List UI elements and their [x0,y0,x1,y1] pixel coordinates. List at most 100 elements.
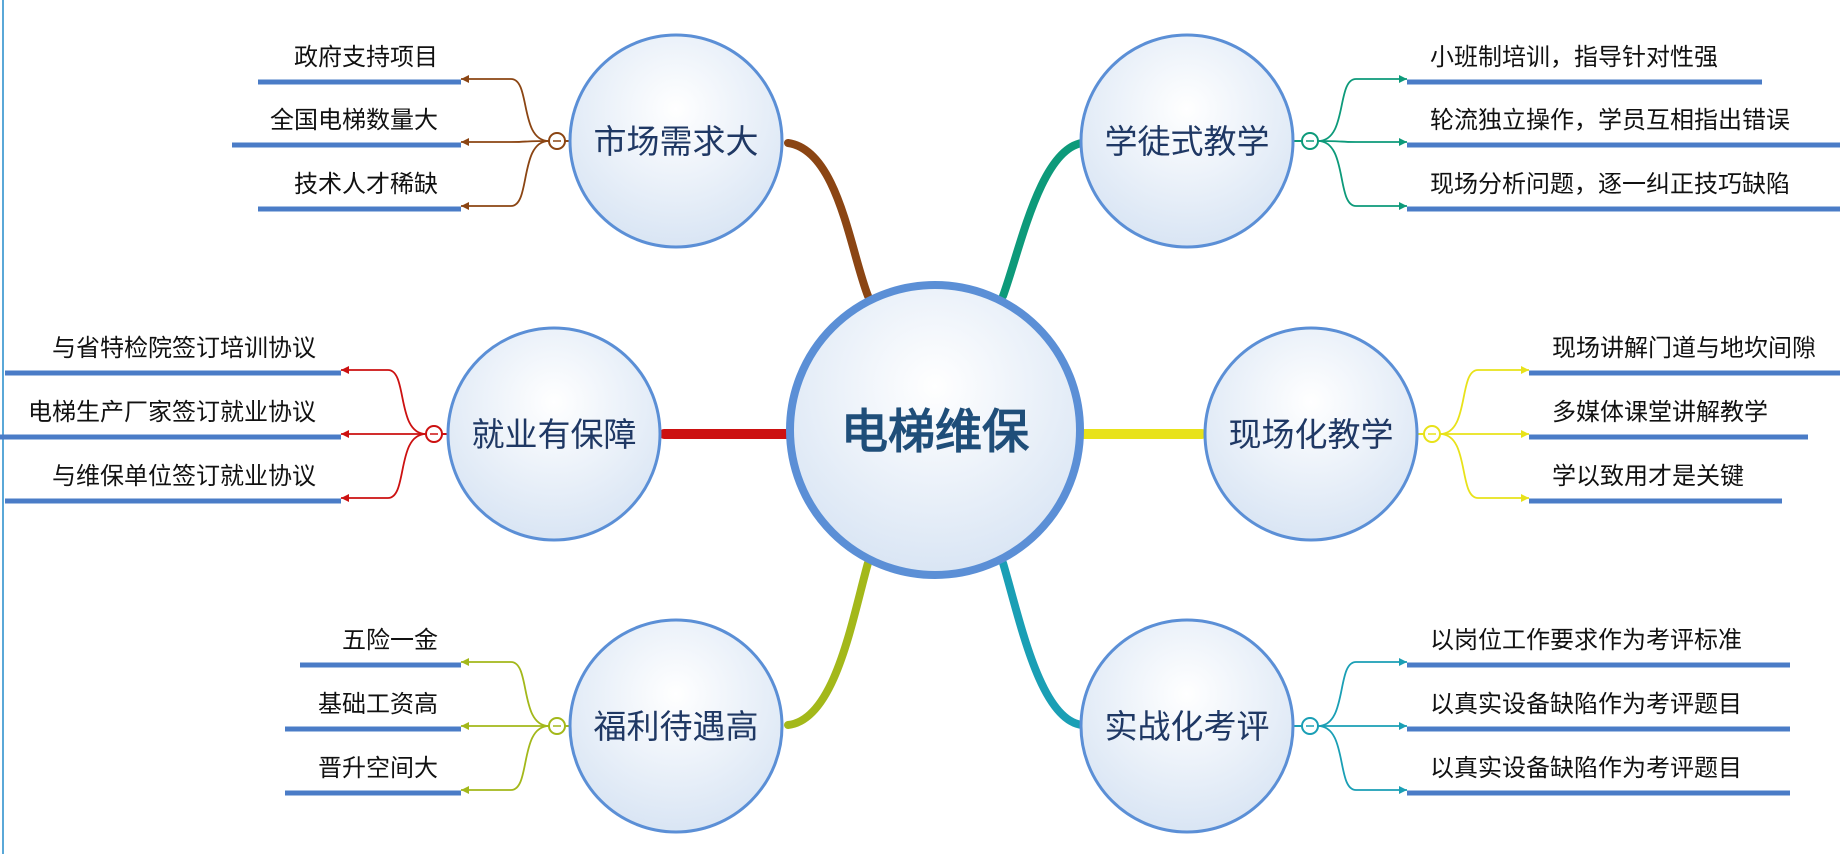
leaf-item-employment-1[interactable]: 电梯生产厂家签订就业协议 [0,398,341,440]
arrow-icon [341,366,349,374]
leaf-item-welfare-1[interactable]: 基础工资高 [285,690,461,732]
trunk-assessment [999,559,1086,729]
leaf-connector [461,725,550,791]
arrow-icon [1399,202,1407,210]
trunk-market [784,139,872,300]
branch-label: 就业有保障 [472,415,637,454]
branch-node-apprentice[interactable]: 学徒式教学 [1079,33,1295,249]
arrow-icon [1399,722,1407,730]
leaf-item-market-1[interactable]: 全国电梯数量大 [232,106,461,148]
leaf-connector [1317,140,1407,207]
leaf-item-apprentice-2[interactable]: 现场分析问题，逐一纠正技巧缺陷 [1407,170,1840,212]
leaf-item-apprentice-1[interactable]: 轮流独立操作，学员互相指出错误 [1407,106,1840,148]
connector-layer [341,75,1529,794]
branch-circle [568,618,784,834]
branch-label: 现场化教学 [1229,415,1394,454]
branch-node-assessment[interactable]: 实战化考评 [1079,618,1295,834]
leaf-connector [461,140,550,143]
collapse-toggle-assessment[interactable] [1301,717,1319,735]
leaf-label: 现场分析问题，逐一纠正技巧缺陷 [1430,170,1790,198]
branch-node-market[interactable]: 市场需求大 [568,33,784,249]
arrow-icon [1521,366,1529,374]
leaf-item-onsite-0[interactable]: 现场讲解门道与地坎间隙 [1529,334,1840,376]
trunk-layer [659,139,1207,729]
arrow-icon [461,75,469,83]
leaf-connector [1439,433,1529,499]
center-node[interactable] [786,281,1084,579]
leaf-item-welfare-2[interactable]: 晋升空间大 [285,754,461,796]
branch-circle [1203,326,1419,542]
trunk-apprentice [999,139,1086,300]
leaf-connector [1317,140,1407,143]
center-label: 电梯维保 [841,405,1030,460]
collapse-toggle-employment[interactable] [425,425,443,443]
leaf-item-welfare-0[interactable]: 五险一金 [300,626,461,668]
arrow-icon [461,202,469,210]
leaf-item-assessment-2[interactable]: 以真实设备缺陷作为考评题目 [1407,754,1790,796]
leaf-item-apprentice-0[interactable]: 小班制培训，指导针对性强 [1407,43,1762,85]
leaf-connector [341,369,427,435]
arrow-icon [461,722,469,730]
trunk-welfare [784,559,872,729]
leaf-item-market-0[interactable]: 政府支持项目 [258,43,461,85]
leaf-label: 以真实设备缺陷作为考评题目 [1430,754,1742,782]
arrow-icon [1521,430,1529,438]
leaf-label: 五险一金 [342,626,438,654]
leaf-connector [461,661,550,727]
leaf-item-onsite-1[interactable]: 多媒体课堂讲解教学 [1529,398,1808,440]
branch-node-welfare[interactable]: 福利待遇高 [568,618,784,834]
leaf-item-employment-2[interactable]: 与维保单位签订就业协议 [5,462,341,504]
collapse-toggle-welfare[interactable] [548,717,566,735]
branch-node-employment[interactable]: 就业有保障 [446,326,662,542]
leaf-connector [1439,369,1529,435]
leaf-layer: 政府支持项目全国电梯数量大技术人才稀缺与省特检院签订培训协议电梯生产厂家签订就业… [0,43,1840,796]
leaf-label: 全国电梯数量大 [270,106,438,134]
leaf-item-assessment-1[interactable]: 以真实设备缺陷作为考评题目 [1407,690,1790,732]
arrow-icon [461,658,469,666]
arrow-icon [1399,658,1407,666]
leaf-label: 轮流独立操作，学员互相指出错误 [1430,106,1790,134]
leaf-connector [1317,725,1407,791]
leaf-label: 小班制培训，指导针对性强 [1430,43,1718,71]
collapse-toggle-apprentice[interactable] [1301,132,1319,150]
branch-circle [1079,618,1295,834]
leaf-label: 多媒体课堂讲解教学 [1552,398,1768,426]
collapse-toggle-market[interactable] [548,132,566,150]
leaf-label: 与维保单位签订就业协议 [52,462,316,490]
arrow-icon [1521,494,1529,502]
arrow-icon [1399,75,1407,83]
leaf-item-assessment-0[interactable]: 以岗位工作要求作为考评标准 [1407,626,1790,668]
branch-node-onsite[interactable]: 现场化教学 [1203,326,1419,542]
leaf-label: 以真实设备缺陷作为考评题目 [1430,690,1742,718]
leaf-connector [341,433,427,499]
branch-circle [446,326,662,542]
collapse-toggle-onsite[interactable] [1423,425,1441,443]
leaf-connector [1317,661,1407,727]
branch-label: 福利待遇高 [594,707,759,746]
arrow-icon [1399,786,1407,794]
branch-circle [1079,33,1295,249]
leaf-connector [1317,78,1407,142]
arrow-icon [341,430,349,438]
leaf-item-market-2[interactable]: 技术人才稀缺 [258,170,461,212]
leaf-label: 政府支持项目 [294,43,438,71]
leaf-item-employment-0[interactable]: 与省特检院签订培训协议 [5,334,341,376]
branch-label: 学徒式教学 [1105,122,1270,161]
leaf-connector [461,140,550,207]
branch-label: 市场需求大 [594,122,759,161]
left-frame-line [2,0,4,854]
center-layer: 电梯维保 [786,281,1084,579]
leaf-item-onsite-2[interactable]: 学以致用才是关键 [1529,462,1782,504]
arrow-icon [1399,138,1407,146]
arrow-icon [461,786,469,794]
arrow-icon [341,494,349,502]
arrow-icon [461,138,469,146]
leaf-label: 与省特检院签订培训协议 [52,334,316,362]
branch-label: 实战化考评 [1105,707,1270,746]
leaf-label: 学以致用才是关键 [1552,462,1744,490]
branch-circle [568,33,784,249]
leaf-label: 晋升空间大 [318,754,438,782]
leaf-connector [461,78,550,142]
